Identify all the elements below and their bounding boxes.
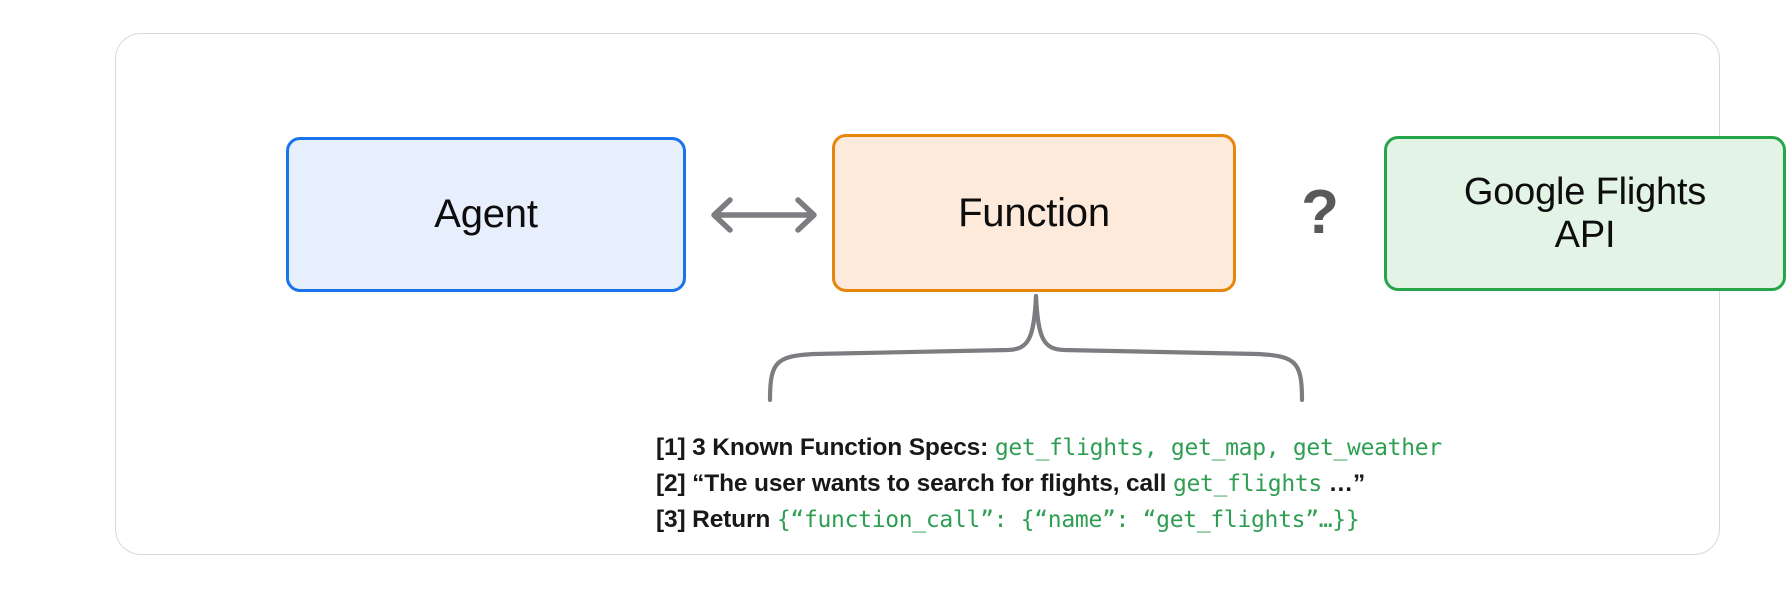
caption-3-text: [3] Return xyxy=(656,506,777,533)
node-api-label-line1: Google Flights xyxy=(1463,170,1707,213)
caption-list: [1] 3 Known Function Specs: get_flights,… xyxy=(656,430,1656,538)
node-agent[interactable]: Agent xyxy=(286,137,686,292)
caption-2-text-a: [2] “The user wants to search for flight… xyxy=(656,470,1173,497)
caption-line-3: [3] Return {“function_call”: {“name”: “g… xyxy=(656,502,1656,538)
node-api-label-line2: API xyxy=(1554,213,1616,256)
diagram-card: Agent Function ? Google Flights API xyxy=(115,33,1786,555)
node-api-label: Google Flights API xyxy=(1464,171,1706,256)
question-mark-glyph: ? xyxy=(1301,177,1339,247)
caption-1-code: get_flights, get_map, get_weather xyxy=(994,435,1442,461)
bidirectional-arrow-icon xyxy=(701,189,827,241)
caption-1-text: [1] 3 Known Function Specs: xyxy=(656,434,995,461)
caption-3-code: {“function_call”: {“name”: “get_flights”… xyxy=(776,507,1360,533)
caption-line-2: [2] “The user wants to search for flight… xyxy=(656,466,1656,502)
curly-brace-icon xyxy=(756,290,1316,403)
caption-2-text-b: …” xyxy=(1321,470,1366,497)
caption-2-code: get_flights xyxy=(1172,471,1322,497)
node-agent-label: Agent xyxy=(434,192,538,237)
node-google-flights-api[interactable]: Google Flights API xyxy=(1384,136,1786,291)
node-function[interactable]: Function xyxy=(832,134,1236,292)
question-mark-icon: ? xyxy=(1282,162,1358,262)
caption-line-1: [1] 3 Known Function Specs: get_flights,… xyxy=(656,430,1656,466)
node-function-label: Function xyxy=(958,190,1110,235)
